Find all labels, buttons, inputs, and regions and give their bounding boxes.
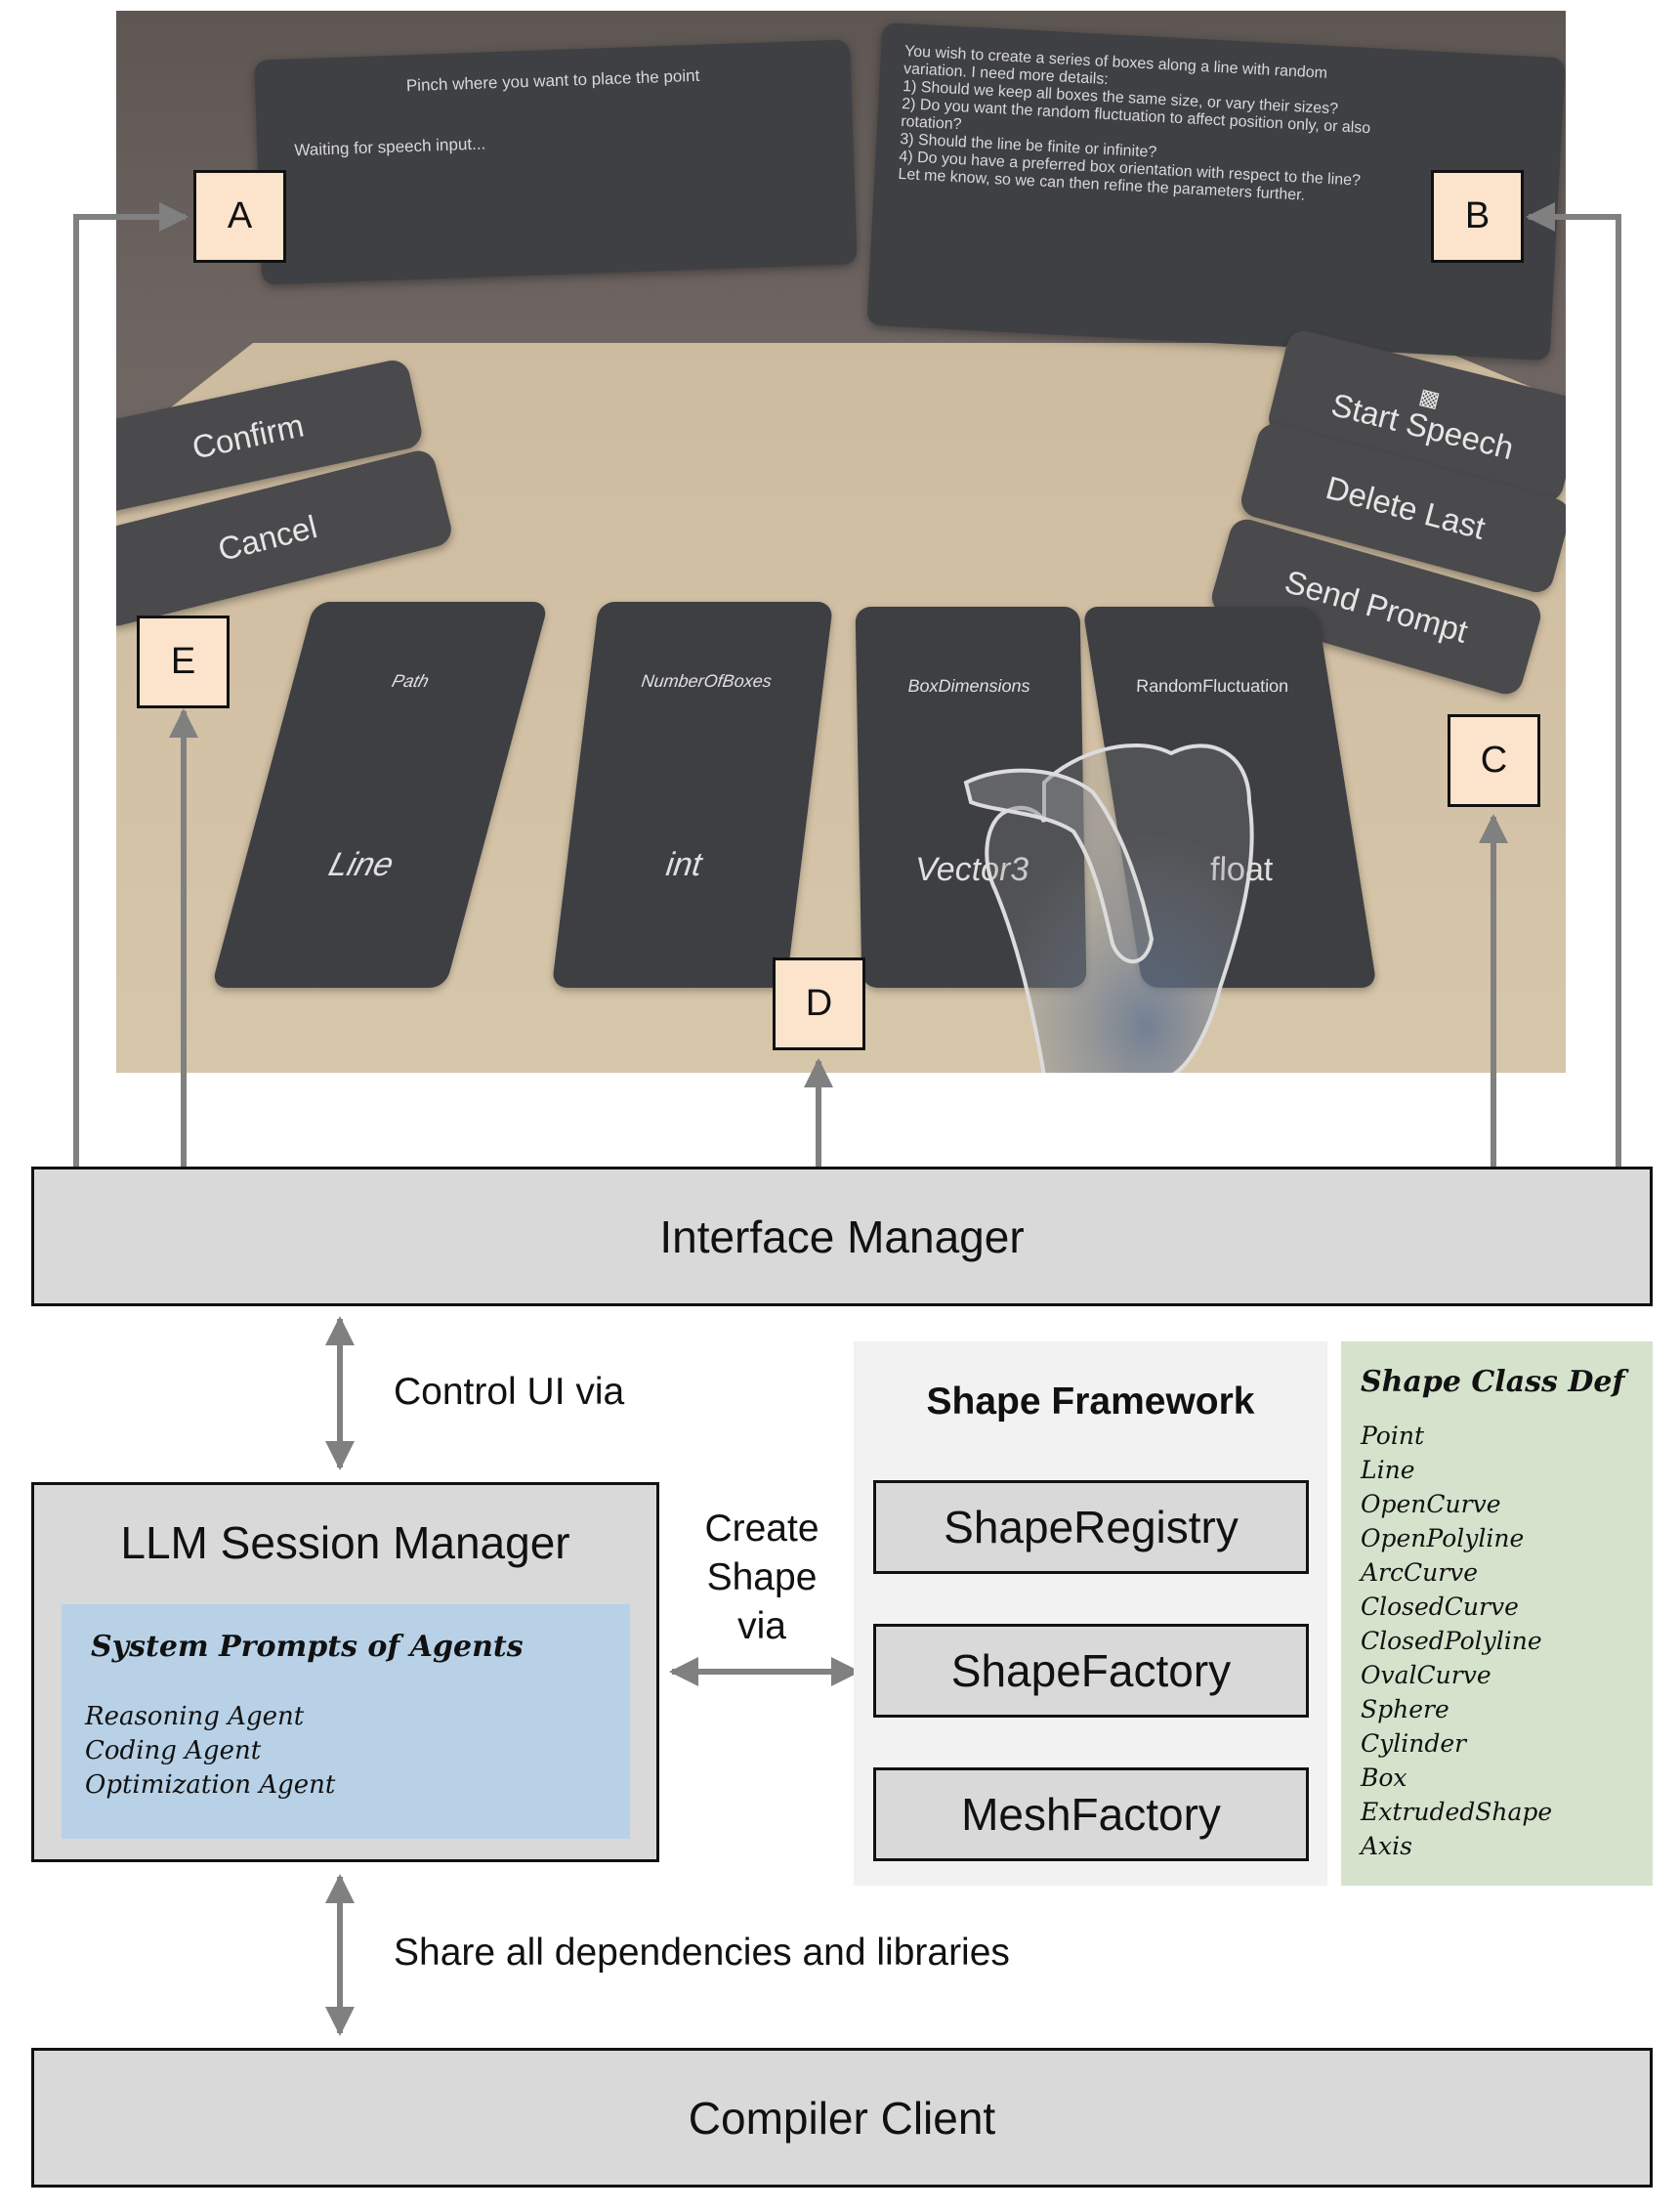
vr-screenshot: Pinch where you want to place the point … [116,11,1566,1073]
interface-manager-box: Interface Manager [31,1167,1653,1306]
create-shape-line: Create [704,1508,819,1550]
class-item: OpenCurve [1361,1490,1501,1518]
agent-item: Coding Agent [85,1736,262,1765]
create-shape-note: Create Shape via [664,1505,860,1651]
create-shape-line: Shape [706,1556,818,1598]
system-prompts-title: System Prompts of Agents [91,1630,524,1664]
share-dependencies-note: Share all dependencies and libraries [394,1932,1010,1974]
class-item: ArcCurve [1361,1558,1479,1587]
class-item: Point [1361,1422,1425,1450]
hand-icon [963,744,1254,1073]
class-item: OpenPolyline [1361,1524,1525,1552]
label-e: E [137,616,230,708]
class-item: OvalCurve [1361,1661,1491,1689]
llm-session-manager-box: LLM Session Manager System Prompts of Ag… [31,1482,659,1862]
label-a: A [193,170,286,263]
shape-class-def-box: Shape Class Def Point Line OpenCurve Ope… [1341,1341,1653,1886]
class-item: Cylinder [1361,1729,1467,1758]
shape-framework-title: Shape Framework [926,1381,1255,1423]
class-item: ClosedCurve [1361,1593,1519,1621]
agent-item: Optimization Agent [85,1770,336,1800]
mesh-factory-box: MeshFactory [873,1767,1309,1861]
compiler-client-box: Compiler Client [31,2048,1653,2188]
class-item: Line [1361,1456,1415,1484]
shape-factory-box: ShapeFactory [873,1624,1309,1718]
shape-framework-box: Shape Framework ShapeRegistry ShapeFacto… [854,1341,1327,1886]
create-shape-line: via [737,1605,786,1647]
class-item: Box [1361,1764,1407,1792]
shape-registry-box: ShapeRegistry [873,1480,1309,1574]
label-c: C [1448,714,1540,807]
agent-item: Reasoning Agent [85,1702,305,1731]
label-b: B [1431,170,1524,263]
label-d: D [773,957,865,1050]
class-item: ExtrudedShape [1361,1798,1553,1826]
class-item: Axis [1361,1832,1412,1860]
class-item: ClosedPolyline [1361,1627,1542,1655]
llm-session-manager-title: LLM Session Manager [120,1517,570,1568]
class-item: Sphere [1361,1695,1449,1723]
control-ui-note: Control UI via [394,1371,625,1413]
shape-class-def-title: Shape Class Def [1361,1365,1625,1399]
system-prompts-box: System Prompts of Agents Reasoning Agent… [62,1604,630,1839]
